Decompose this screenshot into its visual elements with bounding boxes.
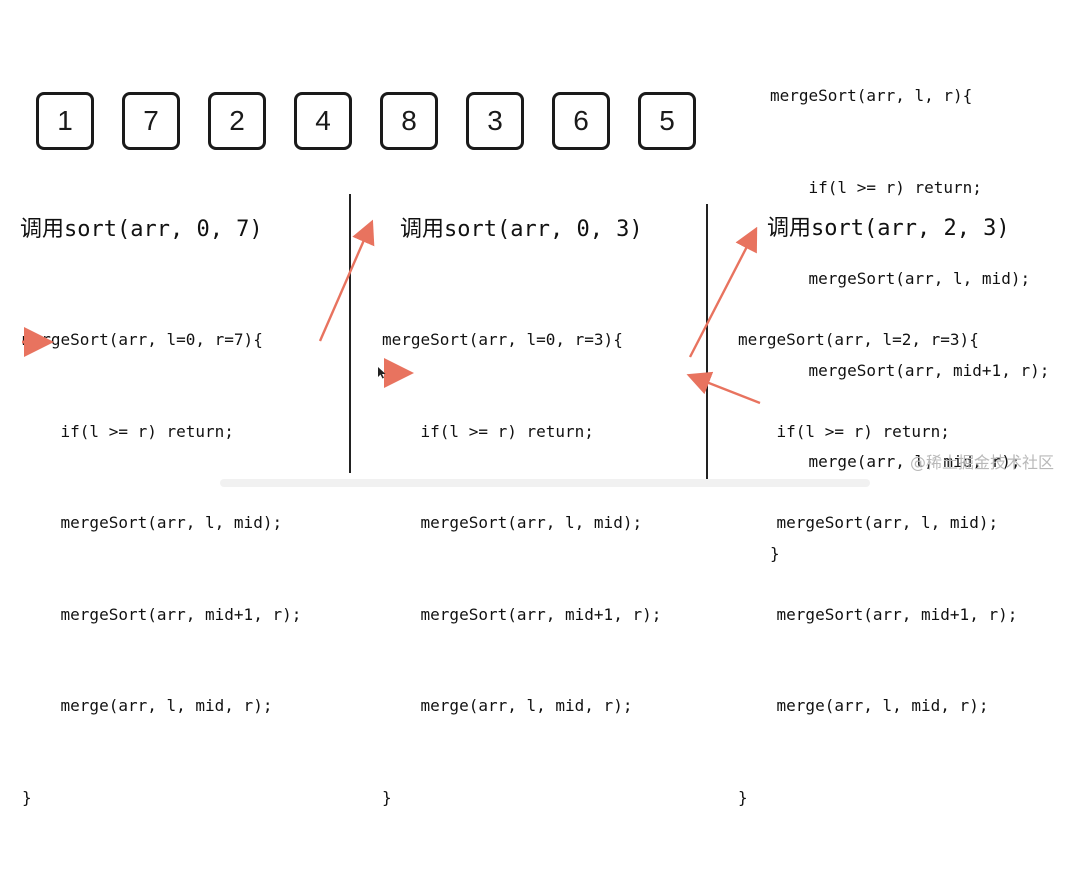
- array-element: 8: [380, 92, 438, 150]
- panel-title-call-2-3: 调用sort(arr, 2, 3): [767, 216, 1010, 241]
- array-row: 1 7 2 4 8 3 6 5: [36, 92, 696, 150]
- code-line: mergeSort(arr, l=0, r=3){: [382, 330, 623, 349]
- array-element: 3: [466, 92, 524, 150]
- code-line: mergeSort(arr, mid+1, r);: [770, 360, 1050, 380]
- array-element: 7: [122, 92, 180, 150]
- call-arrow: [318, 219, 375, 342]
- diagram-canvas: 1 7 2 4 8 3 6 5 mergeSort(arr, l, r){ if…: [20, 86, 1055, 807]
- code-line: if(l >= r) return;: [382, 421, 594, 441]
- code-line: if(l >= r) return;: [738, 421, 950, 441]
- code-line: mergeSort(arr, mid+1, r);: [382, 604, 662, 624]
- reference-code-block: mergeSort(arr, l, r){ if(l >= r) return;…: [770, 20, 1049, 630]
- panel-code-call-2-3: mergeSort(arr, l=2, r=3){ if(l >= r) ret…: [738, 264, 1017, 874]
- code-line: }: [382, 787, 392, 807]
- code-line: mergeSort(arr, l=0, r=7){: [22, 330, 263, 349]
- code-line: mergeSort(arr, l, mid);: [382, 513, 643, 532]
- array-element: 6: [552, 92, 610, 150]
- array-element: 2: [208, 92, 266, 150]
- code-line: mergeSort(arr, l, mid);: [22, 513, 283, 532]
- code-line: merge(arr, l, mid, r);: [738, 696, 989, 715]
- code-line: }: [22, 787, 32, 807]
- panel-code-call-0-7: mergeSort(arr, l=0, r=7){ if(l >= r) ret…: [22, 264, 301, 874]
- code-line: if(l >= r) return;: [770, 177, 982, 197]
- bottom-bar: [220, 479, 870, 487]
- panel-code-call-0-3: mergeSort(arr, l=0, r=3){ if(l >= r) ret…: [382, 264, 661, 874]
- mouse-cursor-icon: [378, 367, 386, 379]
- array-element: 4: [294, 92, 352, 150]
- panel-divider: [349, 194, 351, 473]
- code-line: mergeSort(arr, mid+1, r);: [738, 604, 1018, 624]
- code-line: mergeSort(arr, l, mid);: [770, 269, 1031, 288]
- panel-title-call-0-3: 调用sort(arr, 0, 3): [400, 217, 643, 242]
- code-line: if(l >= r) return;: [22, 421, 234, 441]
- code-line: mergeSort(arr, l=2, r=3){: [738, 330, 979, 349]
- code-line: mergeSort(arr, mid+1, r);: [22, 604, 302, 624]
- code-line: }: [738, 787, 748, 807]
- code-line: mergeSort(arr, l, mid);: [738, 513, 999, 532]
- panel-title-call-0-7: 调用sort(arr, 0, 7): [20, 217, 263, 242]
- code-line: merge(arr, l, mid, r);: [770, 452, 1021, 471]
- array-element: 1: [36, 92, 94, 150]
- array-element: 5: [638, 92, 696, 150]
- code-line: merge(arr, l, mid, r);: [22, 696, 273, 715]
- panel-divider: [706, 204, 708, 480]
- code-line: merge(arr, l, mid, r);: [382, 696, 633, 715]
- watermark: @稀土掘金技术社区: [910, 453, 1055, 472]
- code-line: mergeSort(arr, l, r){: [770, 86, 973, 105]
